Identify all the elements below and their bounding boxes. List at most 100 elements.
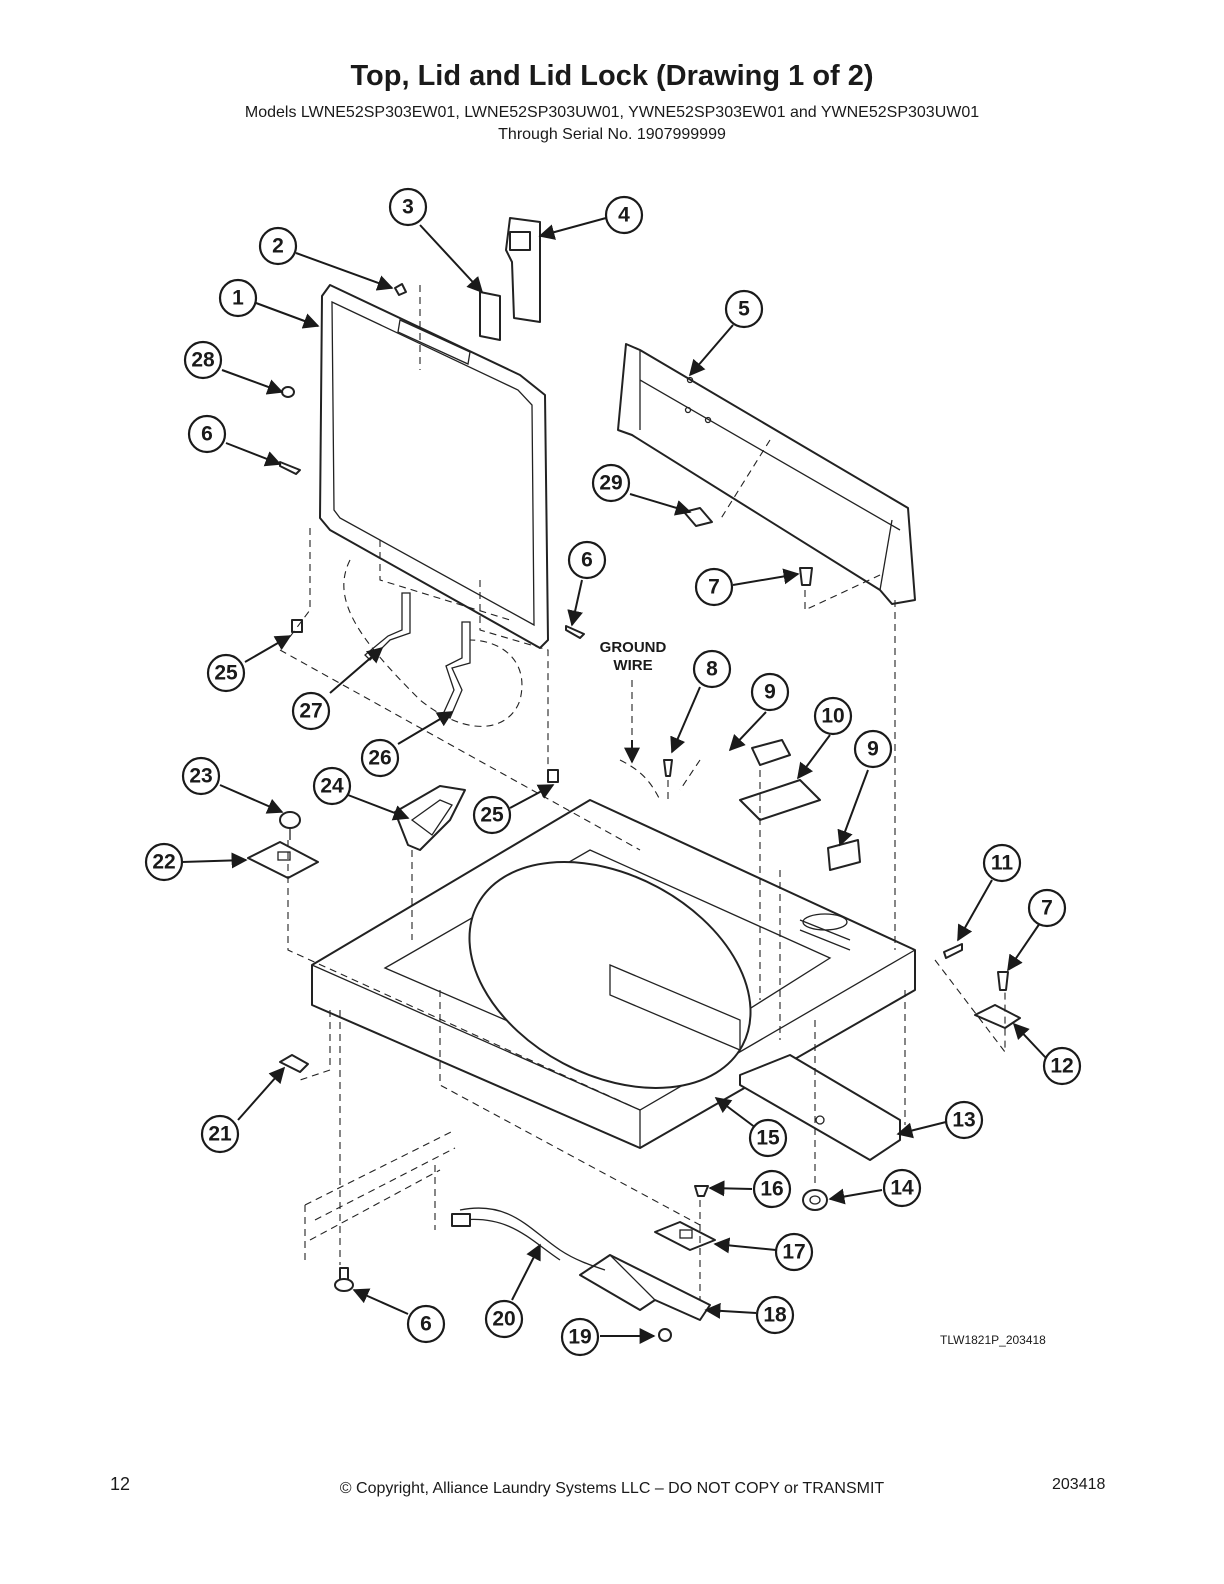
svg-text:6: 6 [420,1313,432,1336]
svg-text:26: 26 [368,747,391,770]
wire-harness [451,1207,606,1271]
strike-clip [279,1054,309,1073]
callout-25: 25 [472,795,512,835]
bracket-clip-right [974,1004,1021,1029]
callout-26: 26 [360,738,400,778]
svg-text:23: 23 [189,765,212,788]
svg-text:13: 13 [952,1109,975,1132]
svg-text:17: 17 [782,1241,805,1264]
svg-text:16: 16 [760,1178,783,1201]
svg-text:12: 12 [1050,1055,1073,1078]
svg-text:9: 9 [764,681,776,704]
serial-line: Through Serial No. 1907999999 [498,126,726,143]
callout-11: 11 [982,843,1022,883]
callout-6: 6 [406,1304,446,1344]
svg-text:7: 7 [1041,897,1053,920]
hinge-plate [479,291,501,341]
copyright-notice: © Copyright, Alliance Laundry Systems LL… [339,1480,885,1497]
svg-text:25: 25 [214,662,238,685]
lid-frame [319,284,549,649]
svg-text:9: 9 [867,738,879,761]
svg-text:1: 1 [232,287,244,310]
callout-18: 18 [755,1295,795,1335]
lid-lock-assembly [579,1254,711,1321]
callout-15: 15 [748,1118,788,1158]
callout-9: 9 [853,729,893,769]
lid-hinge-bracket [505,217,541,323]
grommet [802,1189,828,1211]
svg-text:29: 29 [599,472,622,495]
svg-text:8: 8 [706,658,718,681]
svg-text:14: 14 [890,1177,914,1200]
callouts: 1 2 3 4 5 28 6 29 6 7 25 27 8 9 10 26 9 … [144,187,1082,1357]
svg-text:2: 2 [272,235,284,258]
svg-text:5: 5 [738,298,750,321]
ground-wire-label-line1: GROUND [600,639,667,656]
callout-12: 12 [1042,1046,1082,1086]
mounting-hardware [279,283,1009,1342]
svg-text:24: 24 [320,775,344,798]
callout-7: 7 [1027,888,1067,928]
washer-top [311,799,916,1149]
callout-6: 6 [567,540,607,580]
rear-panel [617,343,916,605]
svg-text:25: 25 [480,804,504,827]
callout-8: 8 [692,649,732,689]
callout-22: 22 [144,842,184,882]
ground-wire-label: GROUND WIRE [600,639,667,764]
lid-handle [394,785,466,851]
svg-text:20: 20 [492,1308,515,1331]
page-title: Top, Lid and Lid Lock (Drawing 1 of 2) [350,60,874,92]
svg-text:3: 3 [402,196,414,219]
svg-text:21: 21 [208,1123,232,1146]
svg-text:4: 4 [618,204,630,227]
ground-wire-label-line2: WIRE [613,657,652,674]
svg-text:7: 7 [708,576,720,599]
callout-17: 17 [774,1232,814,1272]
svg-text:15: 15 [756,1127,780,1150]
callout-14: 14 [882,1168,922,1208]
callout-1: 1 [218,278,258,318]
callout-2: 2 [258,226,298,266]
svg-text:28: 28 [191,349,215,372]
svg-text:22: 22 [152,851,175,874]
callout-25: 25 [206,653,246,693]
callout-4: 4 [604,195,644,235]
drawing-id: TLW1821P_203418 [940,1333,1046,1347]
callout-6: 6 [187,414,227,454]
support-channel [739,1054,901,1161]
leader-lines [181,217,1047,1344]
svg-text:18: 18 [763,1304,787,1327]
svg-text:27: 27 [299,700,322,723]
callout-5: 5 [724,289,764,329]
callout-24: 24 [312,766,352,806]
callout-28: 28 [183,340,223,380]
models-line: Models LWNE52SP303EW01, LWNE52SP303UW01,… [244,104,980,121]
callout-10: 10 [813,696,853,736]
callout-29: 29 [591,463,631,503]
callout-3: 3 [388,187,428,227]
callout-19: 19 [560,1317,600,1357]
document-number: 203418 [1052,1476,1106,1493]
lock-plate [654,1221,716,1251]
page-number: 12 [110,1474,131,1494]
svg-text:19: 19 [568,1326,591,1349]
labels [739,739,861,871]
callout-23: 23 [181,756,221,796]
svg-text:6: 6 [581,549,593,572]
callout-21: 21 [200,1114,240,1154]
svg-text:10: 10 [821,705,844,728]
hinge-mount-left [247,841,319,879]
callout-20: 20 [484,1299,524,1339]
callout-13: 13 [944,1100,984,1140]
callout-16: 16 [752,1169,792,1209]
callout-27: 27 [291,691,331,731]
callout-9: 9 [750,672,790,712]
lid-bumper [279,811,301,840]
lid-hinge-straps [364,592,471,720]
callout-7: 7 [694,567,734,607]
svg-text:6: 6 [201,423,213,446]
svg-text:11: 11 [991,852,1014,875]
assembly-lines [279,285,1006,1300]
